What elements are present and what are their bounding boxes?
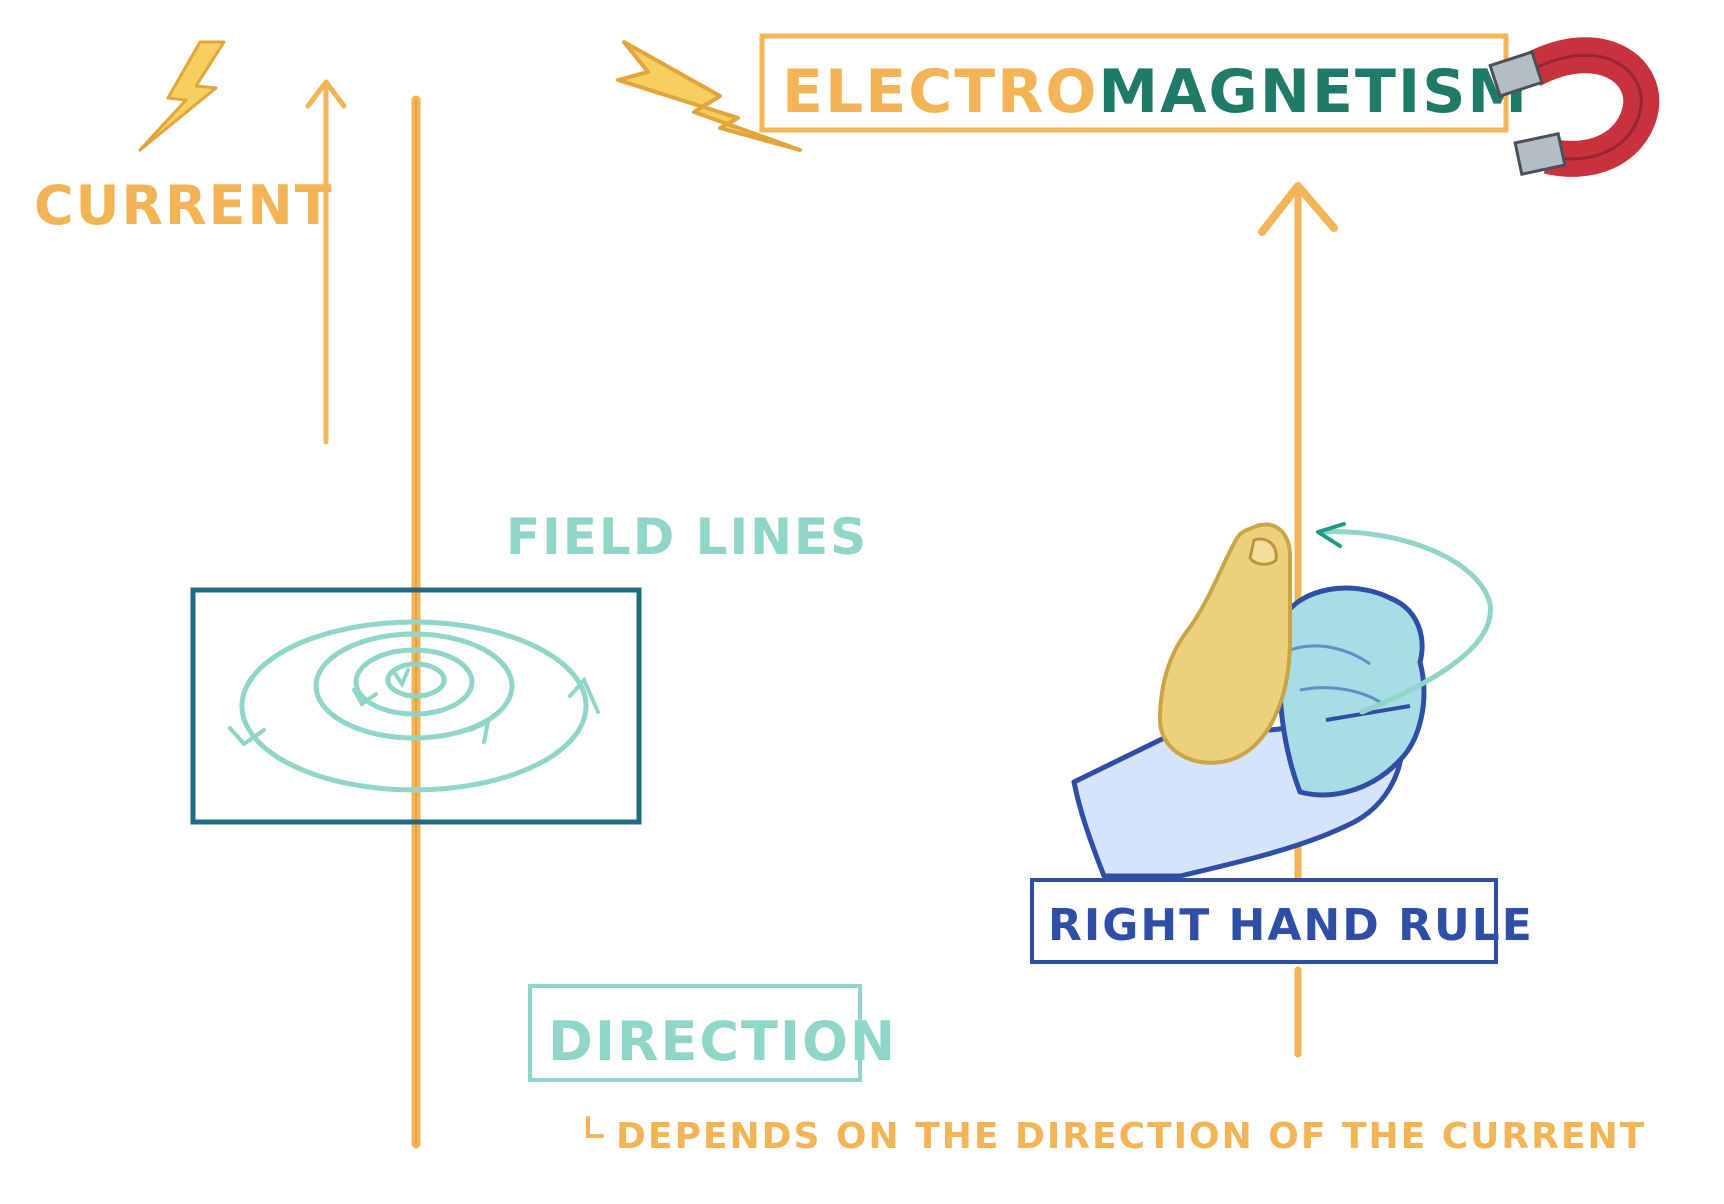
field-direction-arrow [392,668,410,689]
current-section: CURRENT [34,40,421,1149]
page-title: ELECTROMAGNETISM [782,57,1529,127]
note-connector [586,1116,604,1138]
lightning-bolt-icon [138,40,226,152]
title-group: ELECTROMAGNETISM [616,33,1660,177]
rhr-field-arrowhead [1316,522,1346,548]
right-hand-rule-label: RIGHT HAND RULE [1048,900,1534,951]
depends-note: DEPENDS ON THE DIRECTION OF THE CURRENT [616,1116,1646,1157]
direction-box [528,984,862,1082]
rhr-field-arrow [1319,529,1493,715]
field-direction-arrow [468,718,491,744]
title-magnetism: MAGNETISM [1098,57,1529,127]
field-direction-arrow [352,688,378,707]
direction-section: DIRECTION DEPENDS ON THE DIRECTION OF TH… [528,984,1646,1157]
horseshoe-magnet-icon [1488,37,1660,177]
field-lines-box [190,587,642,825]
current-arrow [305,79,347,445]
field-lines-label: FIELD LINES [506,508,868,566]
field-direction-arrow [568,676,600,714]
current-label: CURRENT [34,174,334,237]
field-lines-section: FIELD LINES [190,508,868,825]
lightning-bolt-icon [616,40,802,152]
right-hand-thumb-up-icon [1071,522,1427,879]
title-electro: ELECTRO [782,57,1098,127]
field-loop-middle [313,631,515,741]
field-loop-core [385,661,447,699]
field-loop-inner [353,647,475,717]
field-loop-outer [239,619,589,793]
direction-label: DIRECTION [548,1010,897,1073]
field-direction-arrow [228,726,266,747]
right-hand-rule-section: RIGHT HAND RULE [1030,182,1534,1058]
right-hand-rule-box [1030,878,1498,964]
